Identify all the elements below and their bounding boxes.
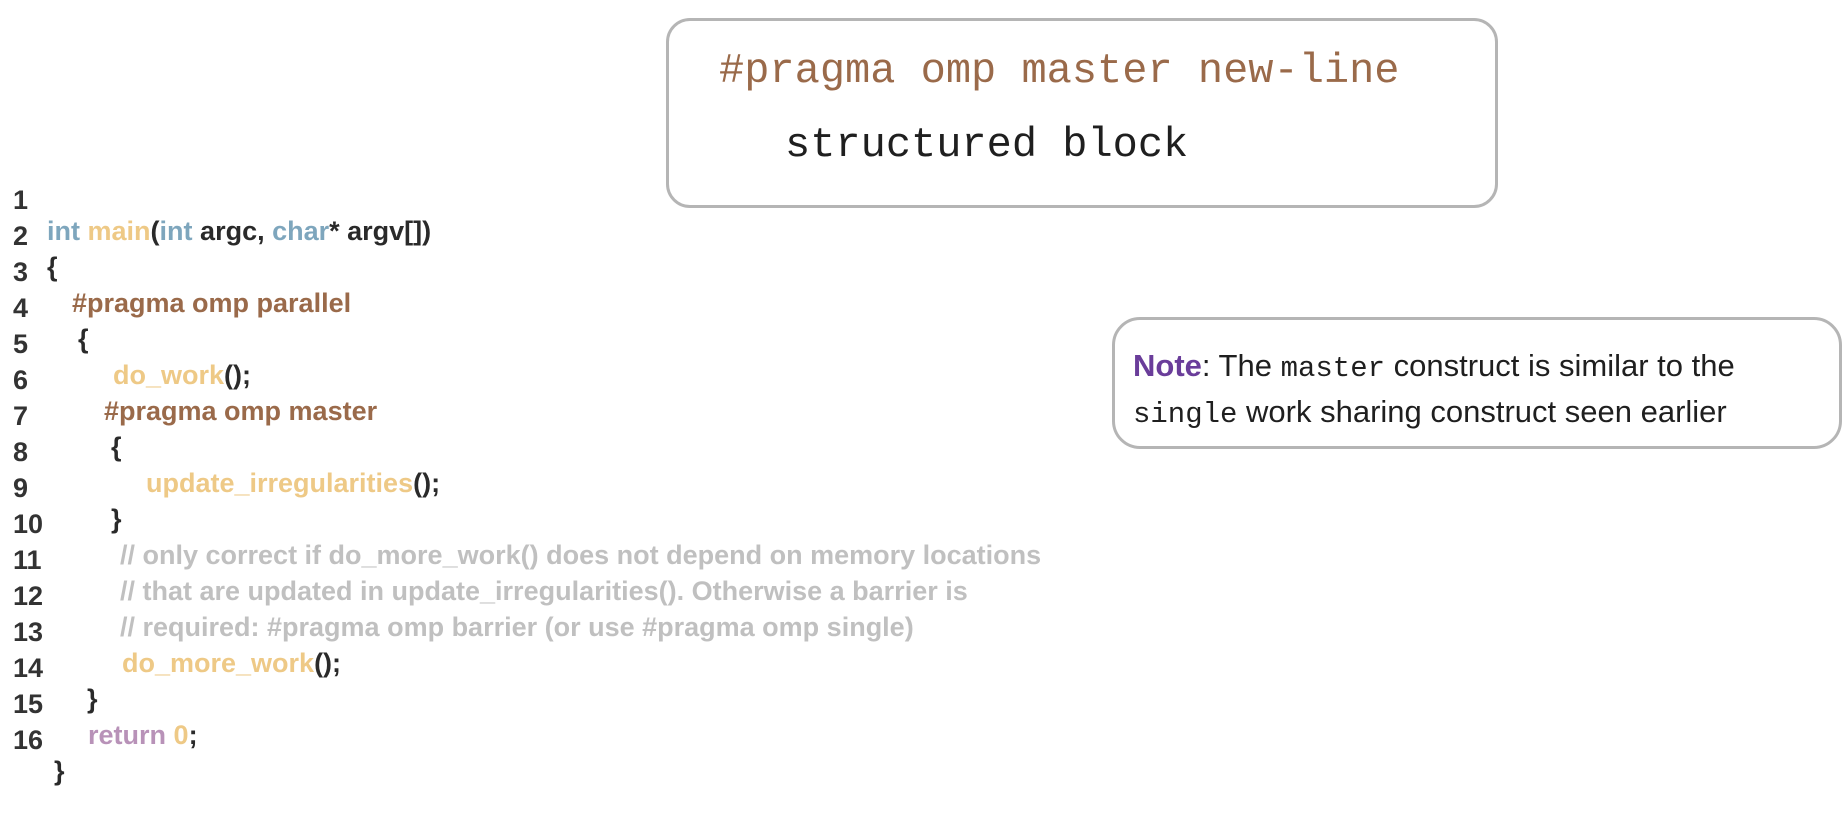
code-text: { <box>78 324 89 354</box>
code-line: 3 #pragma omp parallel <box>0 226 351 318</box>
code-line: 11 // that are updated in update_irregul… <box>0 514 968 606</box>
code-comment: // required: #pragma omp barrier (or use… <box>120 612 914 642</box>
code-text: { <box>47 252 58 282</box>
code-text: #pragma omp master <box>104 396 378 426</box>
code-text: do_more_work(); <box>122 648 342 678</box>
code-line: 1 int main(int argc, char* argv[]) <box>0 154 431 246</box>
code-text: } <box>54 756 65 786</box>
code-text: } <box>111 504 122 534</box>
line-number: 16 <box>13 725 44 755</box>
code-line: 8 update_irregularities(); <box>0 406 440 498</box>
code-line: 13 do_more_work(); <box>0 586 341 678</box>
code-line: 2 { <box>0 190 58 282</box>
line-number: 14 <box>13 653 44 683</box>
line-number: 3 <box>13 257 29 287</box>
line-number: 1 <box>13 185 29 215</box>
line-number: 13 <box>13 617 44 647</box>
code-text: { <box>111 432 122 462</box>
note-label: Note <box>1133 348 1202 383</box>
note-text-2: construct is similar to the <box>1385 348 1735 383</box>
code-line: 12 // required: #pragma omp barrier (or … <box>0 550 914 642</box>
syntax-pragma: #pragma omp master new-line <box>719 47 1400 95</box>
code-comment: // only correct if do_more_work() does n… <box>120 540 1042 570</box>
line-number: 15 <box>13 689 44 719</box>
code-text: } <box>87 684 98 714</box>
line-number: 11 <box>13 545 42 575</box>
code-line: 16 } <box>0 694 65 786</box>
code-line: 14 } <box>0 622 98 714</box>
code-line: 4 { <box>0 262 89 354</box>
note-text-1: : The <box>1201 348 1281 383</box>
code-line: 6 #pragma omp master <box>0 334 377 426</box>
line-number: 9 <box>13 473 29 503</box>
code-line: 7 { <box>0 370 122 462</box>
code-text: update_irregularities(); <box>146 468 441 498</box>
syntax-box: #pragma omp master new-line structured b… <box>666 18 1498 208</box>
line-number: 5 <box>13 329 29 359</box>
note-text-3: work sharing construct seen earlier <box>1237 394 1727 429</box>
line-number: 10 <box>13 509 44 539</box>
line-number: 4 <box>13 293 29 323</box>
line-number: 2 <box>13 221 29 251</box>
line-number: 6 <box>13 365 29 395</box>
code-line: 10 // only correct if do_more_work() doe… <box>0 478 1041 570</box>
syntax-structured-block: structured block <box>785 121 1189 169</box>
code-line: 15 return 0; <box>0 658 198 750</box>
note-code-single: single <box>1133 398 1238 431</box>
note-code-master: master <box>1280 352 1386 385</box>
code-text: #pragma omp parallel <box>72 288 352 318</box>
code-comment: // that are updated in update_irregulari… <box>120 576 968 606</box>
code-line: 5 do_work(); <box>0 298 251 390</box>
note-box: Note: The master construct is similar to… <box>1112 317 1842 449</box>
code-line: 9 } <box>0 442 122 534</box>
line-number: 12 <box>13 581 44 611</box>
code-text: do_work(); <box>113 360 252 390</box>
line-number: 8 <box>13 437 29 467</box>
code-text: int main(int argc, char* argv[]) <box>47 216 432 246</box>
code-text: return 0; <box>88 720 198 750</box>
line-number: 7 <box>13 401 29 431</box>
